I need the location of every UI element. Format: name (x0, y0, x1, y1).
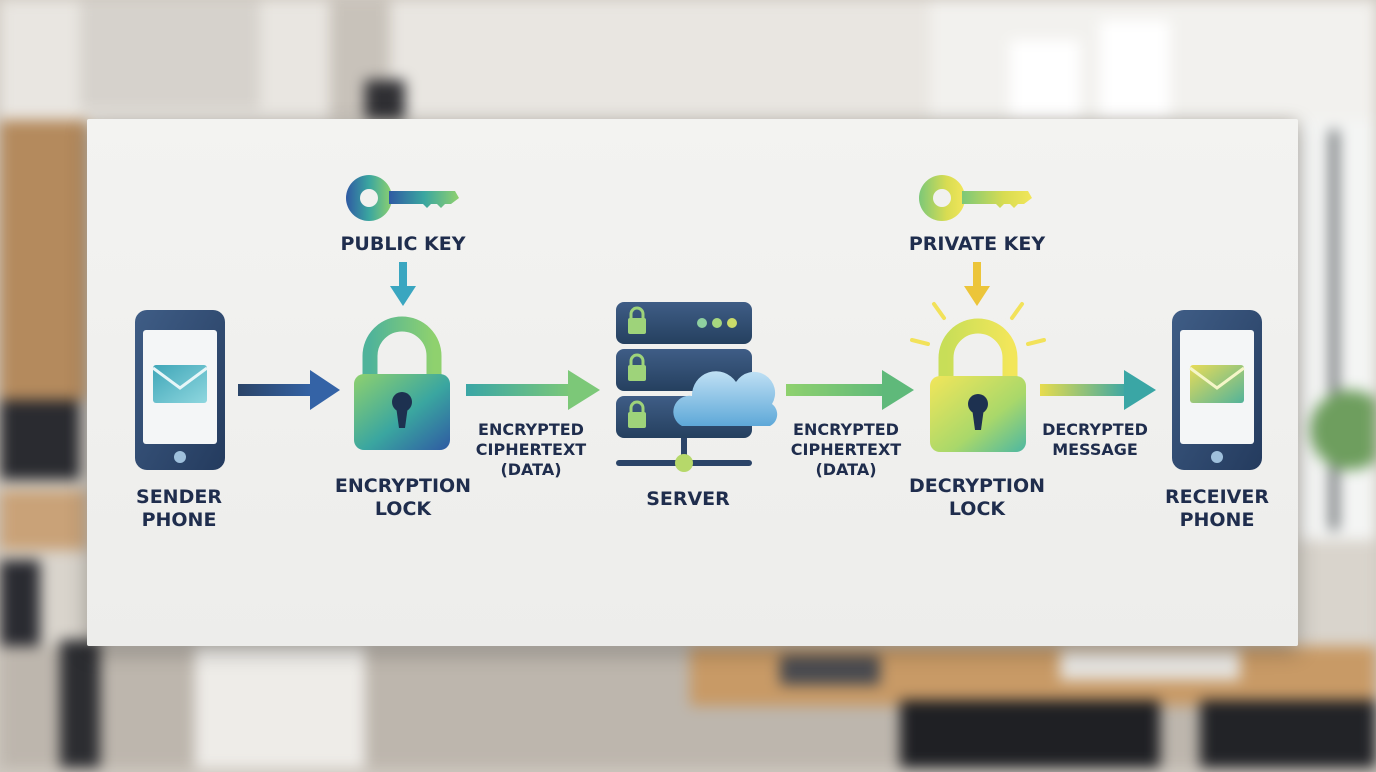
private-key-icon (919, 175, 1032, 221)
envelope-icon (152, 365, 208, 403)
edge-label: ENCRYPTED CIPHERTEXT (DATA) (475, 420, 587, 479)
node-label: ENCRYPTION LOCK (334, 475, 472, 520)
cloud-icon (673, 371, 778, 426)
arrow-public-key-down (390, 262, 416, 306)
node-label: DECRYPTION LOCK (908, 475, 1046, 520)
node-label: RECEIVER PHONE (1165, 486, 1269, 531)
receiver-phone-icon (1172, 310, 1262, 470)
encryption-padlock-icon (354, 316, 450, 450)
private-key-label: PRIVATE KEY (908, 233, 1046, 255)
arrow-server-to-decryption (786, 370, 914, 410)
server-cloud-icon (616, 302, 778, 472)
arrow-encryption-to-server (466, 370, 600, 410)
arrow-private-key-down (964, 262, 990, 306)
sender-phone-icon (135, 310, 225, 470)
public-key-label: PUBLIC KEY (340, 233, 466, 255)
node-label: SERVER (646, 488, 730, 510)
node-label: SENDER PHONE (136, 486, 222, 531)
envelope-icon (1189, 365, 1245, 403)
edge-label: DECRYPTED MESSAGE (1042, 420, 1148, 459)
edge-label: ENCRYPTED CIPHERTEXT (DATA) (790, 420, 902, 479)
public-key-icon (346, 175, 459, 221)
arrow-sender-to-encryption (238, 370, 340, 410)
decryption-padlock-icon (910, 302, 1046, 452)
glow-rays (910, 302, 1046, 346)
arrow-decryption-to-receiver (1040, 370, 1156, 410)
